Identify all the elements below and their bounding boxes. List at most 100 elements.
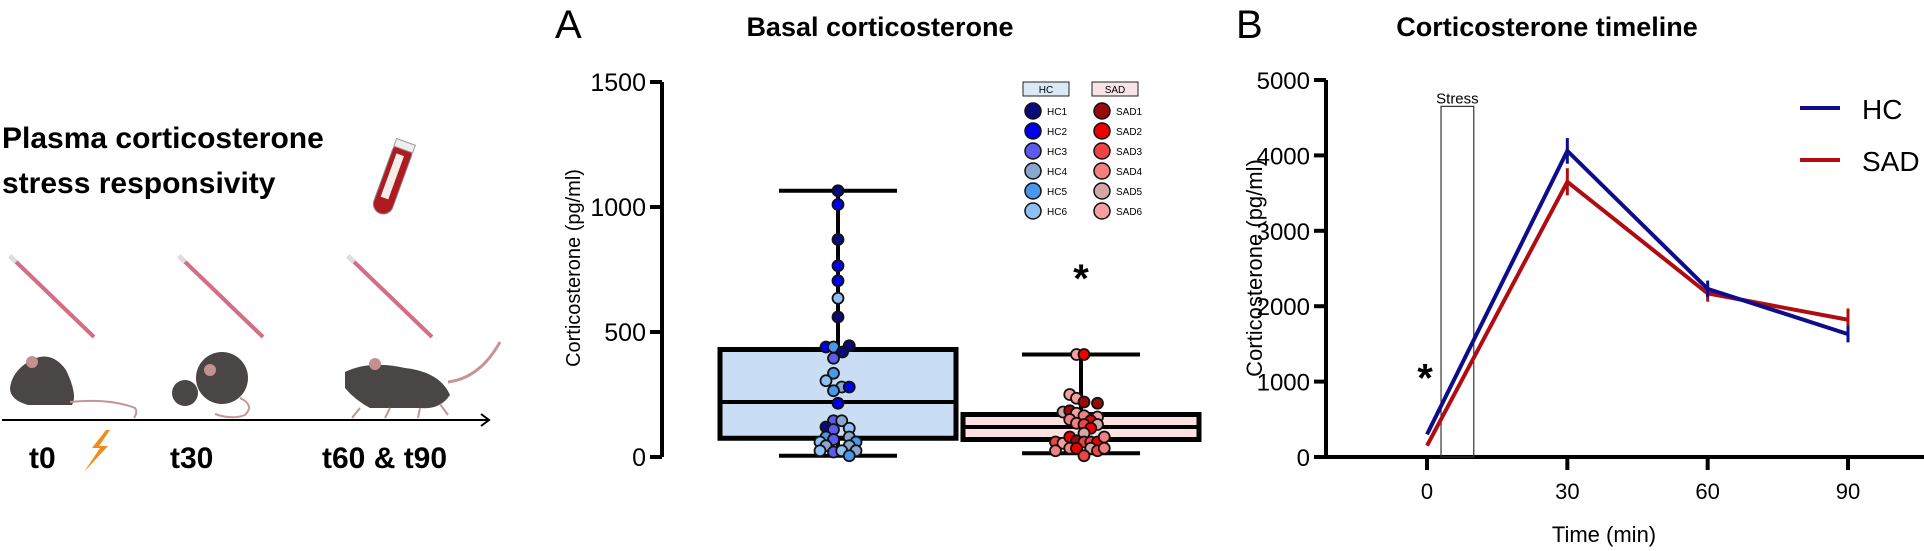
panel-letter: A [555,3,582,47]
legend-marker [1024,102,1042,120]
data-point [831,291,845,305]
y-tick-label: 3000 [1257,219,1310,246]
chart-title: Basal corticosterone [746,12,1013,42]
data-point [827,366,840,380]
significance-marker: * [1417,357,1433,401]
legend-label: SAD1 [1116,107,1143,118]
y-tick-label: 5000 [1257,68,1310,95]
series-line [1425,147,1849,436]
y-tick-label: 0 [632,444,646,472]
schematic-title-line-2: stress responsivity [2,167,276,200]
legend-label: HC6 [1047,207,1067,218]
significance-marker: * [1073,257,1089,301]
timepoint-label: t0 [29,442,56,475]
legend-label: SAD2 [1116,127,1143,138]
panel-a-box-chart: A Basal corticosterone Corticosterone (p… [555,3,1202,472]
y-tick-label: 1500 [590,69,646,97]
data-point [1077,449,1091,463]
legend-marker [1024,182,1042,200]
y-tick-label: 2000 [1257,294,1310,321]
data-point [842,449,856,463]
legend-marker [1024,122,1042,140]
data-point [827,351,840,365]
panel-b-line-chart: B Corticosterone timeline Corticosterone… [1236,3,1924,547]
mouse-icon [345,341,502,419]
y-tick-label: 4000 [1257,143,1310,170]
lightning-icon [84,430,110,472]
x-tick-label: 30 [1555,479,1579,504]
legend-label: HC1 [1047,107,1067,118]
x-tick-label: 60 [1695,479,1719,504]
data-point [831,233,845,246]
legend: HC SAD [1800,94,1920,177]
data-point [831,259,845,273]
box-sad [960,348,1202,463]
legend-marker [1093,182,1111,200]
legend-group-header [1022,81,1070,97]
data-point [827,384,840,398]
timepoint-label: t30 [170,442,213,475]
legend-marker [1024,142,1042,160]
timeline-arrow-icon [2,413,491,427]
mouse-icon [10,356,138,419]
y-axis-label: Corticosterone (pg/ml) [563,169,585,367]
data-point [836,345,849,359]
data-point [842,380,856,394]
data-point [819,374,833,388]
box-hc [717,184,959,463]
y-tick-label: 1000 [590,194,646,222]
y-tick-label: 500 [604,319,646,347]
legend-label: HC2 [1047,127,1067,138]
panel-letter: B [1236,3,1263,47]
legend-marker [1024,202,1042,220]
data-point [831,198,845,211]
data-point [1049,444,1062,458]
legend-group-header-label: SAD [1105,85,1126,96]
timepoint-label: t60 & t90 [322,442,447,475]
legend-marker [1093,202,1111,220]
data-point [831,184,845,198]
series-hc [1425,138,1850,436]
legend-marker [1093,162,1111,180]
legend-group-header [1091,81,1139,97]
legend-label: SAD [1862,146,1920,177]
y-tick-label: 1000 [1257,370,1310,397]
data-point [1077,348,1091,361]
data-point [835,414,849,428]
legend-label: SAD6 [1116,207,1143,218]
legend-label: SAD4 [1116,167,1143,178]
legend-marker [1024,162,1042,180]
stress-period-label: Stress [1436,90,1479,107]
legend-marker [1093,142,1111,160]
legend-label: SAD3 [1116,147,1143,158]
chart-title: Corticosterone timeline [1396,12,1698,42]
y-axis-label: Corticosterone (pg/ml) [1242,159,1267,377]
legend-marker [1093,122,1111,140]
data-point [1077,395,1091,409]
blood-tube-icon [372,137,416,215]
legend-label: HC5 [1047,187,1067,198]
series-line [1425,178,1849,447]
legend-label: HC3 [1047,147,1067,158]
legend-marker [1093,102,1111,120]
legend-label: HC [1862,94,1902,125]
data-point [831,310,845,324]
data-point [1091,396,1104,410]
data-point [1070,441,1083,455]
data-point [1097,441,1111,455]
legend-label: SAD5 [1116,187,1143,198]
capillary-tube-icon [346,254,434,339]
legend-group-header-label: HC [1039,85,1053,96]
capillary-tube-icon [8,254,96,339]
schematic-title-line-1: Plasma corticosterone [2,122,324,155]
x-tick-label: 0 [1421,479,1433,504]
schematic-panel: Plasma corticosterone stress responsivit… [2,122,502,475]
legend-label: HC4 [1047,167,1067,178]
stress-period-box [1440,105,1475,458]
data-point [1097,430,1111,444]
mouse-icon [172,352,250,419]
data-point [831,396,845,410]
data-point [831,274,845,288]
